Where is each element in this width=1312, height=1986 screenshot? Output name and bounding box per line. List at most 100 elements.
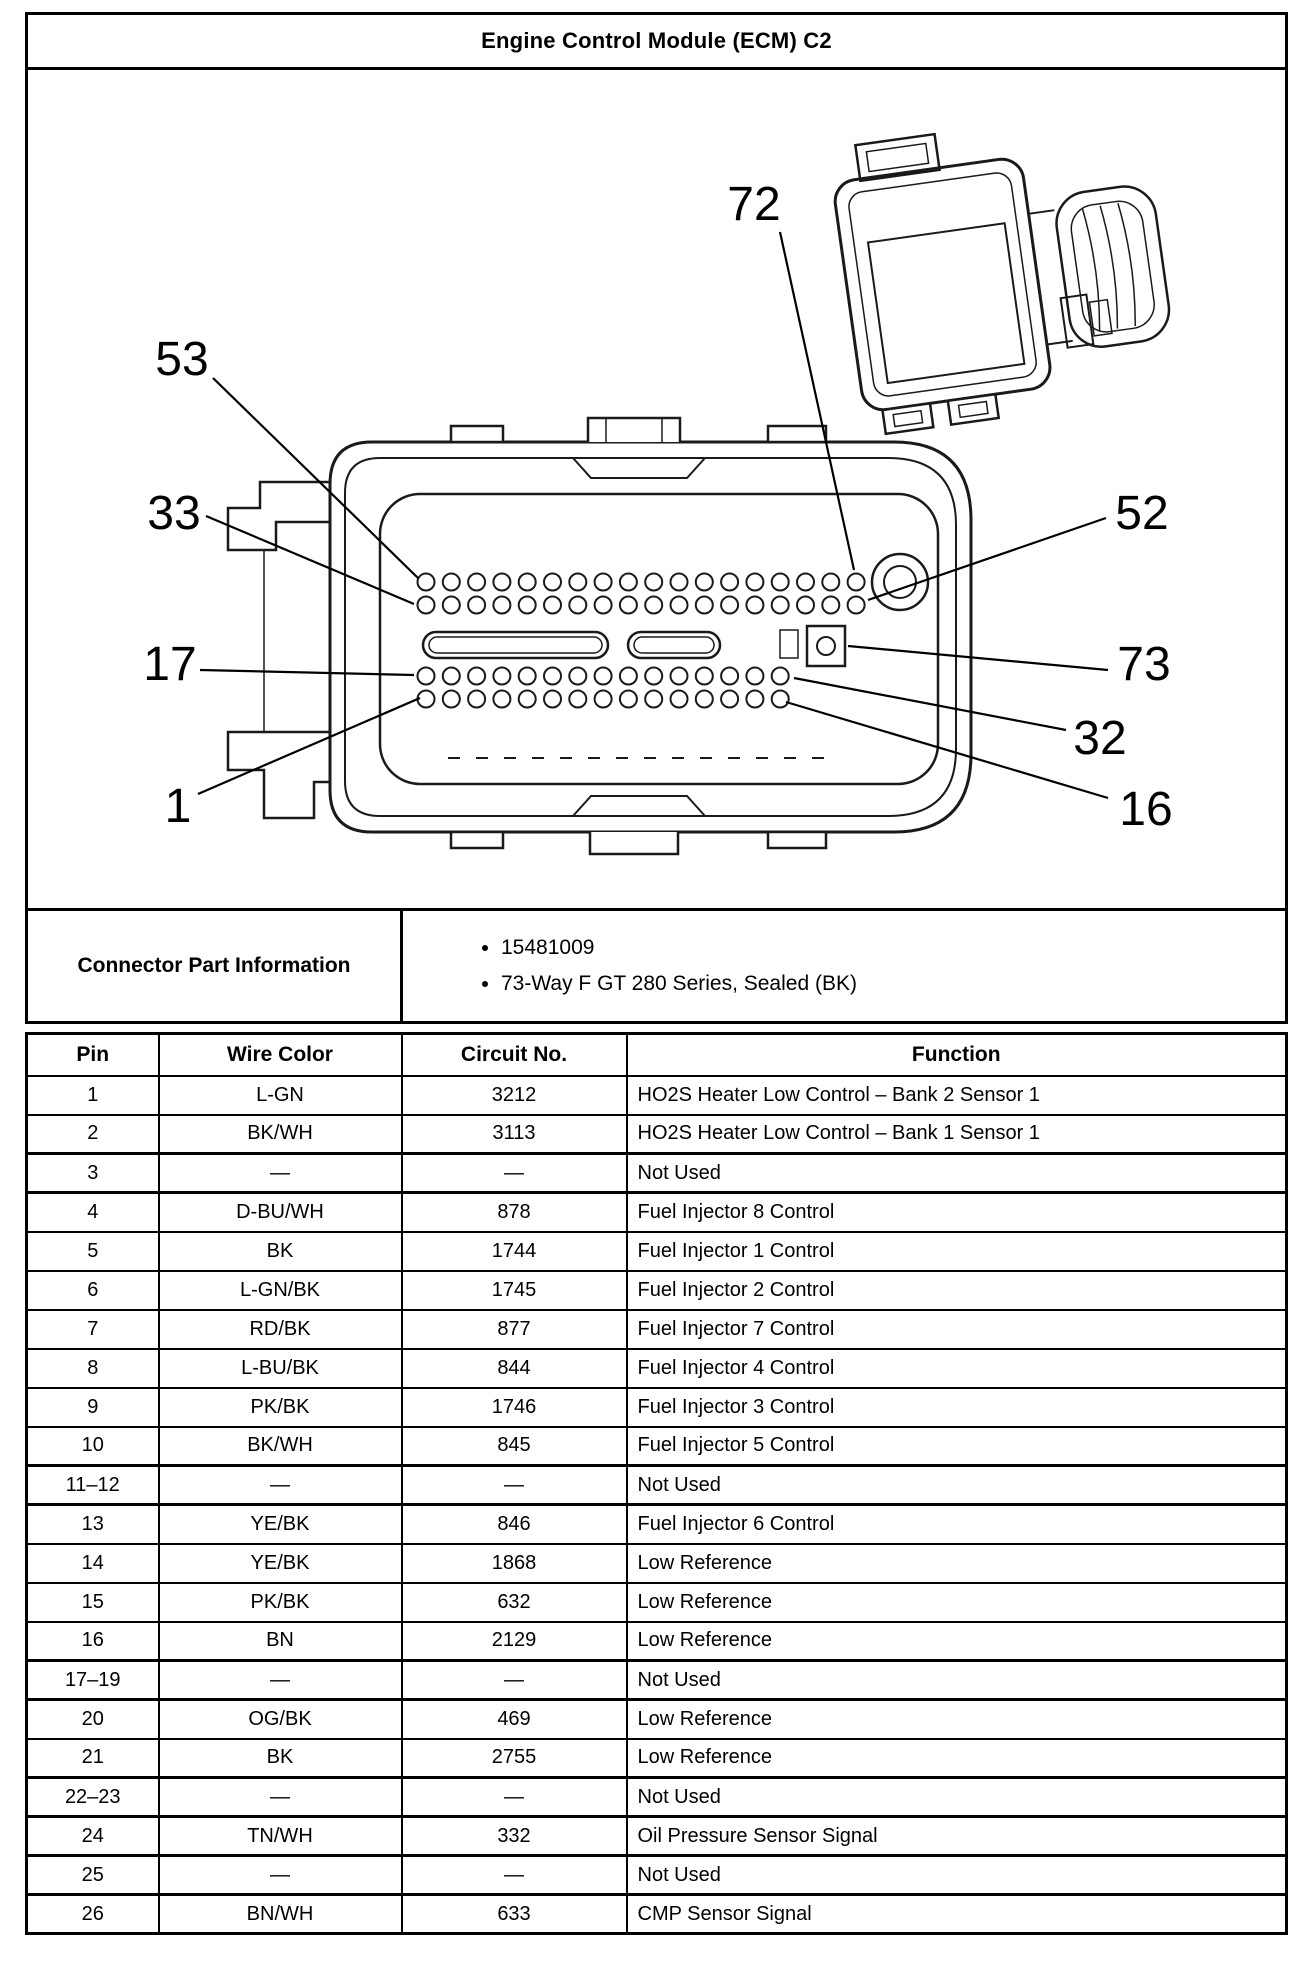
- terminal-row-top-2: [416, 595, 866, 615]
- circuit-cell: 2755: [400, 1737, 628, 1779]
- callout-52-line: [867, 516, 1107, 602]
- circuit-cell: 3113: [400, 1113, 628, 1155]
- callout-1: 1: [165, 780, 192, 833]
- wire-color-cell: YE/BK: [157, 1503, 403, 1545]
- wire-color-cell: TN/WH: [157, 1815, 403, 1857]
- circuit-cell: 877: [400, 1308, 628, 1350]
- connector-part-info-list: 15481009 73-Way F GT 280 Series, Sealed …: [403, 930, 857, 1002]
- pin-cell: 6: [25, 1269, 160, 1311]
- table-row: 22–23——Not Used: [25, 1776, 1288, 1818]
- wire-color-cell: —: [157, 1776, 403, 1818]
- circuit-cell: —: [400, 1776, 628, 1818]
- pin-cell: 11–12: [25, 1464, 160, 1506]
- function-cell: Low Reference: [625, 1737, 1288, 1779]
- circuit-cell: —: [400, 1152, 628, 1194]
- connector-part-info: Connector Part Information 15481009 73-W…: [25, 908, 1288, 1024]
- wire-color-cell: PK/BK: [157, 1386, 403, 1428]
- circuit-cell: 1745: [400, 1269, 628, 1311]
- callout-17: 17: [143, 638, 196, 691]
- pin-cell: 20: [25, 1698, 160, 1740]
- terminal-row-top-1: [416, 572, 866, 592]
- function-cell: HO2S Heater Low Control – Bank 1 Sensor …: [625, 1113, 1288, 1155]
- pin-cell: 15: [25, 1581, 160, 1623]
- header-circuit-no: Circuit No.: [400, 1032, 628, 1077]
- circuit-cell: 878: [400, 1191, 628, 1233]
- circuit-cell: 332: [400, 1815, 628, 1857]
- pin-cell: 4: [25, 1191, 160, 1233]
- wire-color-cell: —: [157, 1464, 403, 1506]
- connector-part-info-content: 15481009 73-Way F GT 280 Series, Sealed …: [403, 911, 1285, 1021]
- function-cell: Fuel Injector 7 Control: [625, 1308, 1288, 1350]
- circuit-cell: 2129: [400, 1620, 628, 1662]
- callout-53: 53: [155, 333, 208, 386]
- circuit-cell: 3212: [400, 1074, 628, 1116]
- diagram-box: 72 53 33 52 17 73 32 1 16: [25, 67, 1288, 911]
- function-cell: Low Reference: [625, 1581, 1288, 1623]
- callout-1-line: [197, 696, 421, 796]
- function-cell: Not Used: [625, 1776, 1288, 1818]
- pin-table-header-row: Pin Wire Color Circuit No. Function: [25, 1032, 1288, 1077]
- header-pin: Pin: [25, 1032, 160, 1077]
- function-cell: Fuel Injector 3 Control: [625, 1386, 1288, 1428]
- wire-color-cell: BK/WH: [157, 1425, 403, 1467]
- callout-33-line: [205, 514, 415, 606]
- function-cell: Fuel Injector 5 Control: [625, 1425, 1288, 1467]
- function-cell: Fuel Injector 4 Control: [625, 1347, 1288, 1389]
- function-cell: Low Reference: [625, 1542, 1288, 1584]
- table-row: 25——Not Used: [25, 1854, 1288, 1896]
- circuit-cell: 1744: [400, 1230, 628, 1272]
- pin-cell: 24: [25, 1815, 160, 1857]
- callout-16-line: [785, 700, 1109, 800]
- table-row: 3——Not Used: [25, 1152, 1288, 1194]
- wire-color-cell: —: [157, 1659, 403, 1701]
- pin-cell: 14: [25, 1542, 160, 1584]
- function-cell: Oil Pressure Sensor Signal: [625, 1815, 1288, 1857]
- pin-cell: 1: [25, 1074, 160, 1116]
- wire-color-cell: PK/BK: [157, 1581, 403, 1623]
- terminal-row-bottom-1: [416, 666, 790, 686]
- wire-color-cell: BN/WH: [157, 1893, 403, 1935]
- function-cell: Fuel Injector 8 Control: [625, 1191, 1288, 1233]
- pin-cell: 5: [25, 1230, 160, 1272]
- circuit-cell: —: [400, 1854, 628, 1896]
- function-cell: Low Reference: [625, 1698, 1288, 1740]
- callout-32: 32: [1073, 712, 1126, 765]
- callout-72-line: [778, 231, 856, 571]
- function-cell: Not Used: [625, 1152, 1288, 1194]
- circuit-cell: 846: [400, 1503, 628, 1545]
- function-cell: Fuel Injector 1 Control: [625, 1230, 1288, 1272]
- pin-cell: 2: [25, 1113, 160, 1155]
- callout-leader-lines: [197, 231, 1109, 800]
- circuit-cell: —: [400, 1659, 628, 1701]
- callout-16: 16: [1119, 783, 1172, 836]
- circuit-cell: 1868: [400, 1542, 628, 1584]
- title-box: Engine Control Module (ECM) C2: [25, 12, 1288, 70]
- wire-color-cell: BN: [157, 1620, 403, 1662]
- header-function: Function: [625, 1032, 1288, 1077]
- function-cell: Fuel Injector 2 Control: [625, 1269, 1288, 1311]
- table-row: 11–12——Not Used: [25, 1464, 1288, 1506]
- page: Engine Control Module (ECM) C2: [25, 12, 1288, 1935]
- callout-72: 72: [727, 178, 780, 231]
- connector-part-info-label: Connector Part Information: [28, 911, 403, 1021]
- circuit-cell: 845: [400, 1425, 628, 1467]
- circuit-cell: —: [400, 1464, 628, 1506]
- ecm-connector-face: [226, 416, 973, 856]
- pin-cell: 7: [25, 1308, 160, 1350]
- function-cell: Not Used: [625, 1659, 1288, 1701]
- function-cell: Not Used: [625, 1854, 1288, 1896]
- circuit-cell: 1746: [400, 1386, 628, 1428]
- terminal-row-bottom-2: [416, 689, 790, 709]
- pin-cell: 9: [25, 1386, 160, 1428]
- harness-connector-3d: [833, 132, 1171, 436]
